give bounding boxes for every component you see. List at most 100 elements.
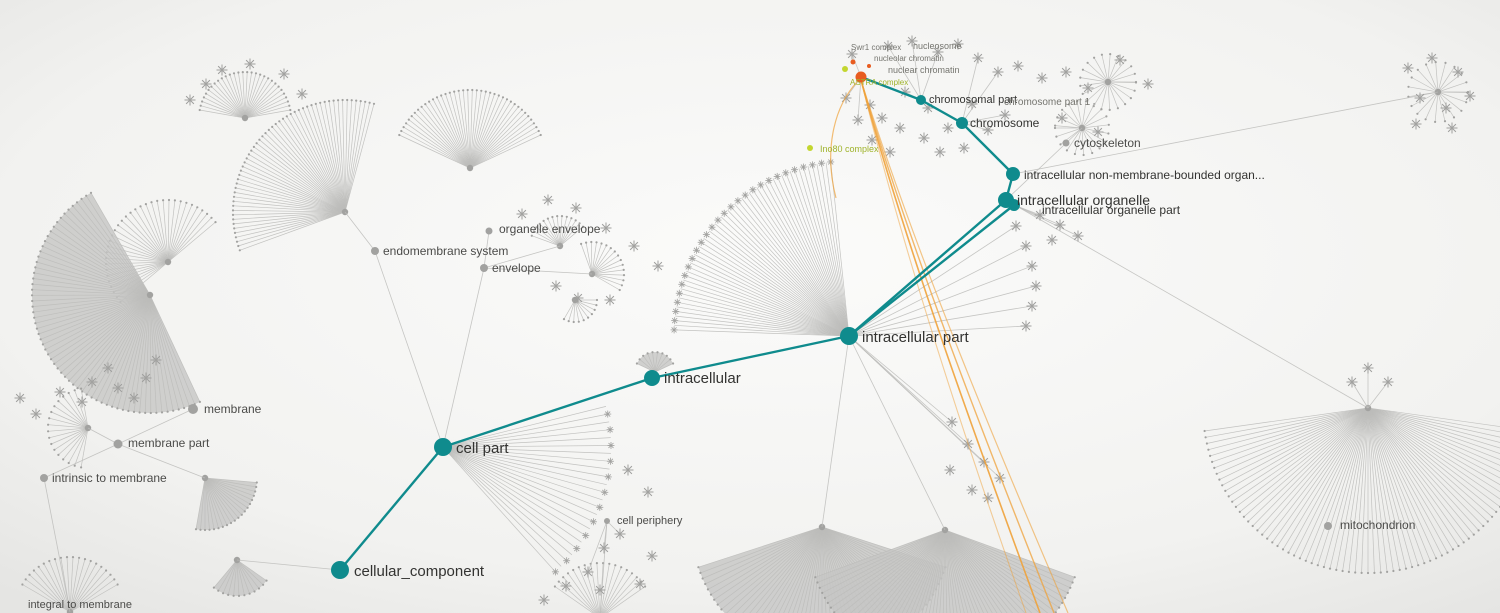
graph-node-gray[interactable] — [604, 518, 610, 524]
term-label[interactable]: cytoskeleton — [1074, 136, 1141, 150]
graph-node-nucleosome_hub[interactable] — [855, 71, 867, 83]
leaf-tip-star-icon — [589, 518, 597, 526]
graph-node-cellular_component[interactable] — [331, 561, 349, 579]
fan-cluster — [212, 556, 268, 598]
graph-node-chromosomal_part[interactable] — [916, 95, 926, 105]
leaf-star-icon — [1010, 220, 1022, 232]
leaf-star-icon — [622, 464, 634, 476]
cluster-apex-node[interactable] — [146, 291, 154, 299]
leaf-star-icon — [614, 528, 626, 540]
cluster-apex-node[interactable] — [1104, 78, 1112, 86]
graph-edge — [911, 40, 922, 101]
graph-node-gray[interactable] — [188, 404, 198, 414]
leaf-tip-star-icon — [808, 161, 816, 169]
leaf-star-icon — [1446, 122, 1458, 134]
cluster-fans-layer — [21, 53, 1500, 613]
leaf-star-icon — [1026, 260, 1038, 272]
node-label-non_membrane_bounded[interactable]: intracellular non-membrane-bounded organ… — [1024, 168, 1265, 182]
term-label[interactable]: organelle envelope — [499, 222, 601, 236]
graph-node-gray[interactable] — [113, 439, 123, 449]
graph-edge — [1351, 381, 1369, 409]
leaf-star-icon — [600, 222, 612, 234]
term-label[interactable]: endomembrane system — [383, 244, 508, 258]
orange-highlight-edge — [860, 79, 1041, 613]
graph-node-cell_part[interactable] — [434, 438, 452, 456]
leaf-star-icon — [1012, 60, 1024, 72]
leaf-star-icon — [1142, 78, 1154, 90]
leaf-tip-star-icon — [720, 209, 728, 217]
graph-node-gray[interactable] — [371, 247, 379, 255]
node-label-intracellular_organelle[interactable]: intracellular organelle — [1017, 192, 1150, 208]
node-label-intracellular_organelle_part[interactable]: intracellular organelle part — [1042, 203, 1181, 217]
graph-edge — [236, 559, 341, 571]
leaf-star-icon — [1414, 92, 1426, 104]
term-label[interactable]: cell periphery — [617, 515, 683, 527]
term-label[interactable]: integral to membrane — [28, 599, 132, 611]
graph-node-gray[interactable] — [40, 474, 48, 482]
node-label-intracellular_part[interactable]: intracellular part — [862, 329, 970, 346]
leaf-star-icon — [1020, 320, 1032, 332]
orange-highlight-edge — [830, 81, 858, 199]
leaf-star-icon — [184, 94, 196, 106]
teal-path-edge — [860, 75, 922, 102]
term-label[interactable]: chromosome part 1 — [1004, 97, 1091, 108]
term-label[interactable]: membrane — [204, 402, 262, 416]
leaf-star-icon — [1092, 126, 1104, 138]
leaf-tip-star-icon — [670, 326, 678, 334]
fan-cluster — [670, 158, 850, 337]
fan-cluster — [194, 474, 258, 532]
graph-node-intracellular[interactable] — [644, 370, 660, 386]
node-label-chromosome[interactable]: chromosome — [970, 116, 1040, 130]
graph-node-chromosome[interactable] — [956, 117, 968, 129]
fan-cluster — [198, 71, 292, 122]
fan-cluster — [1079, 53, 1138, 111]
leaf-star-icon — [1034, 209, 1046, 221]
graph-edge — [1005, 199, 1369, 409]
node-label-cell_part[interactable]: cell part — [456, 440, 509, 457]
cluster-apex-node[interactable] — [241, 114, 249, 122]
graph-node-gray[interactable] — [1324, 522, 1332, 530]
graph-edge — [442, 267, 485, 448]
leaf-tip-star-icon — [773, 172, 781, 180]
highlight-nodes-layer — [331, 71, 1020, 579]
leaf-star-icon — [846, 48, 858, 60]
graph-edge — [483, 230, 490, 269]
graph-node-gray[interactable] — [1062, 139, 1070, 147]
accent-dot[interactable] — [842, 66, 848, 72]
accent-dot[interactable] — [867, 64, 871, 68]
graph-node-non_membrane_bounded[interactable] — [1006, 167, 1020, 181]
graph-node-intracellular_part[interactable] — [840, 327, 858, 345]
teal-path-edge — [651, 334, 850, 380]
term-label[interactable]: intrinsic to membrane — [52, 471, 167, 485]
graph-edge — [374, 250, 444, 448]
term-label[interactable]: membrane part — [128, 436, 210, 450]
graph-edge — [961, 57, 979, 124]
leaf-star-icon — [560, 580, 572, 592]
graph-node-gray[interactable] — [480, 264, 488, 272]
accent-dot[interactable] — [807, 145, 813, 151]
leaf-star-icon — [572, 292, 584, 304]
node-label-intracellular[interactable]: intracellular — [664, 370, 741, 387]
cluster-apex-node[interactable] — [466, 164, 474, 172]
leaf-tip-star-icon — [681, 272, 689, 280]
node-label-chromosomal_part[interactable]: chromosomal part — [929, 94, 1017, 106]
term-label[interactable]: envelope — [492, 261, 541, 275]
fan-cluster — [530, 215, 585, 250]
leaf-star-icon — [966, 98, 978, 110]
graph-node-intracellular_organelle_part[interactable] — [1008, 199, 1020, 211]
graph-node-gray[interactable] — [485, 227, 493, 235]
fan-cluster — [814, 526, 1076, 613]
leaf-star-icon — [54, 386, 66, 398]
leaf-tip-star-icon — [678, 280, 686, 288]
cluster-apex-node[interactable] — [164, 258, 172, 266]
term-label[interactable]: mitochondrion — [1340, 518, 1415, 532]
graph-edge — [848, 285, 1037, 337]
leaf-tip-star-icon — [596, 503, 604, 511]
leaf-star-icon — [652, 260, 664, 272]
node-label-cellular_component[interactable]: cellular_component — [354, 563, 485, 580]
accent-dot[interactable] — [850, 59, 856, 65]
term-label: nucleolar chromatin — [874, 54, 944, 63]
leaf-star-icon — [542, 194, 554, 206]
